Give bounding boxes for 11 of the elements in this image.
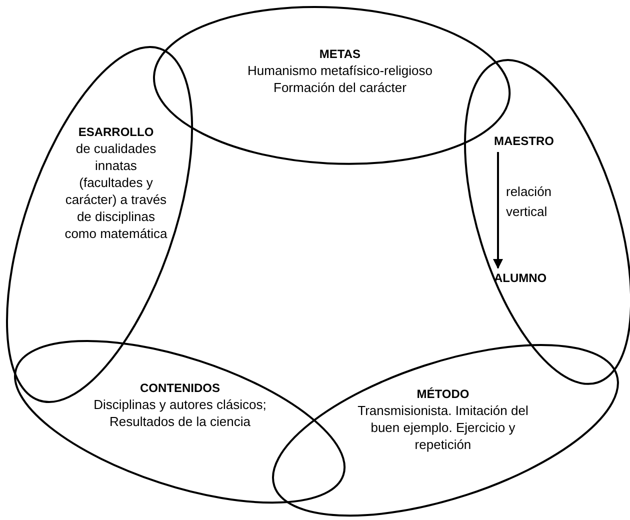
heading-text: ESARROLLO (78, 124, 154, 140)
body-text: de cualidades innatas (facultades y carácter) a través de disciplinas como matemática (64, 140, 168, 242)
node-label: MAESTRO (494, 132, 554, 149)
node-label: ALUMNO (494, 270, 547, 286)
body-text: Disciplinas y autores clásicos; Resultados de la ciencia (92, 396, 268, 430)
heading-text: METAS (319, 46, 361, 62)
body-text: Humanismo metafísico-religioso Formación del carácter (246, 62, 434, 96)
arrow (493, 152, 503, 269)
heading-text: MÉTODO (416, 386, 470, 402)
heading-text: CONTENIDOS (140, 380, 220, 396)
body-text: Transmisionista. Imitación del buen ejemplo. Ejercicio y repetición (356, 402, 530, 453)
